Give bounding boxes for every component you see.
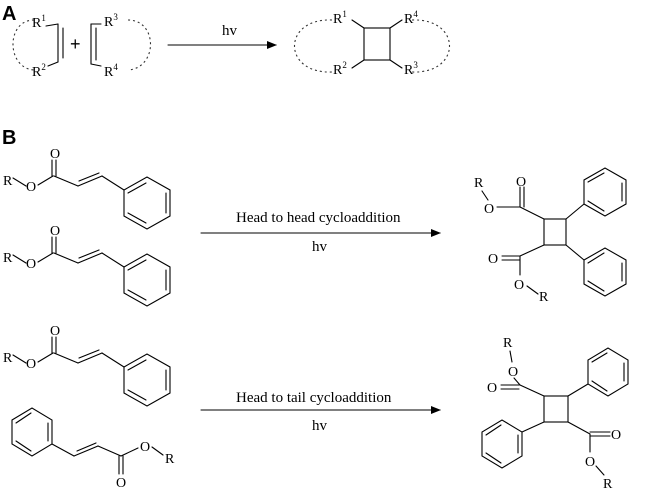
cyclobutane-ring: [363, 27, 391, 61]
oxygen-label: O: [26, 180, 36, 195]
cyclobutane-ring: [543, 218, 567, 246]
panel-a-label: A: [2, 3, 16, 25]
panel-a-arrow-label: hv: [222, 23, 238, 39]
r-group-label: R: [603, 477, 613, 491]
head-to-tail-product: R O O O: [481, 336, 629, 491]
oxygen-label: O: [50, 324, 60, 339]
benzene-ring: [583, 247, 627, 297]
cinnamate-ester-3: R O O: [3, 324, 171, 407]
r2-label: R2: [32, 62, 46, 80]
oxygen-label: O: [26, 257, 36, 272]
product-r3-label: R3: [404, 60, 418, 78]
product-r1-label: R1: [333, 9, 347, 27]
oxygen-label: O: [484, 202, 494, 217]
oxygen-label: O: [50, 224, 60, 239]
oxygen-label: O: [26, 357, 36, 372]
benzene-ring: [123, 176, 171, 230]
benzene-ring: [123, 353, 171, 407]
alkene-2: R3 R4: [90, 12, 151, 80]
product-r2-label: R2: [333, 60, 347, 78]
r-group-label: R: [503, 336, 513, 351]
ring-tether-1: [12, 19, 35, 71]
r-group-label: R: [474, 176, 484, 191]
cinnamate-ester-4: O O R: [11, 407, 175, 491]
benzene-ring: [11, 407, 53, 457]
ring-tether-4: [411, 19, 450, 73]
oxygen-label: O: [487, 381, 497, 396]
ring-tether-2: [127, 19, 151, 71]
head-to-head-product: R O O O O R: [474, 167, 627, 305]
head-to-head-label: Head to head cycloaddition: [236, 210, 401, 226]
oxygen-label: O: [508, 365, 518, 380]
panel-b: B R O O R O: [2, 127, 629, 491]
cinnamate-ester-2: R O O: [3, 224, 171, 307]
r1-label: R1: [32, 13, 46, 31]
head-to-tail-label: Head to tail cycloaddition: [236, 390, 392, 406]
r-group-label: R: [3, 174, 13, 189]
r4-label: R4: [104, 62, 118, 80]
benzene-ring: [583, 167, 627, 217]
oxygen-label: O: [585, 455, 595, 470]
benzene-ring: [587, 347, 629, 397]
head-to-tail-condition: hv: [312, 418, 328, 434]
r-group-label: R: [539, 290, 549, 305]
r3-label: R3: [104, 12, 118, 30]
oxygen-label: O: [514, 278, 524, 293]
benzene-ring: [123, 253, 171, 307]
benzene-ring: [481, 419, 523, 469]
cyclobutane-product-a: R1 R2 R4 R3: [294, 9, 450, 78]
alkene-1: R1 R2: [12, 13, 64, 80]
ring-tether-3: [294, 19, 333, 73]
oxygen-label: O: [50, 147, 60, 162]
r-group-label: R: [3, 351, 13, 366]
oxygen-label: O: [611, 428, 621, 443]
head-to-head-condition: hv: [312, 239, 328, 255]
cinnamate-ester-1: R O O: [3, 147, 171, 230]
r-group-label: R: [3, 251, 13, 266]
product-r4-label: R4: [404, 9, 418, 27]
plus-sign: +: [70, 34, 81, 54]
oxygen-label: O: [516, 175, 526, 190]
oxygen-label: O: [116, 476, 126, 491]
oxygen-label: O: [140, 440, 150, 455]
cyclobutane-ring: [543, 395, 569, 423]
r-group-label: R: [165, 452, 175, 467]
panel-a: A R1 R2 + R3 R4 hv: [2, 3, 450, 80]
panel-b-label: B: [2, 127, 16, 149]
oxygen-label: O: [488, 252, 498, 267]
